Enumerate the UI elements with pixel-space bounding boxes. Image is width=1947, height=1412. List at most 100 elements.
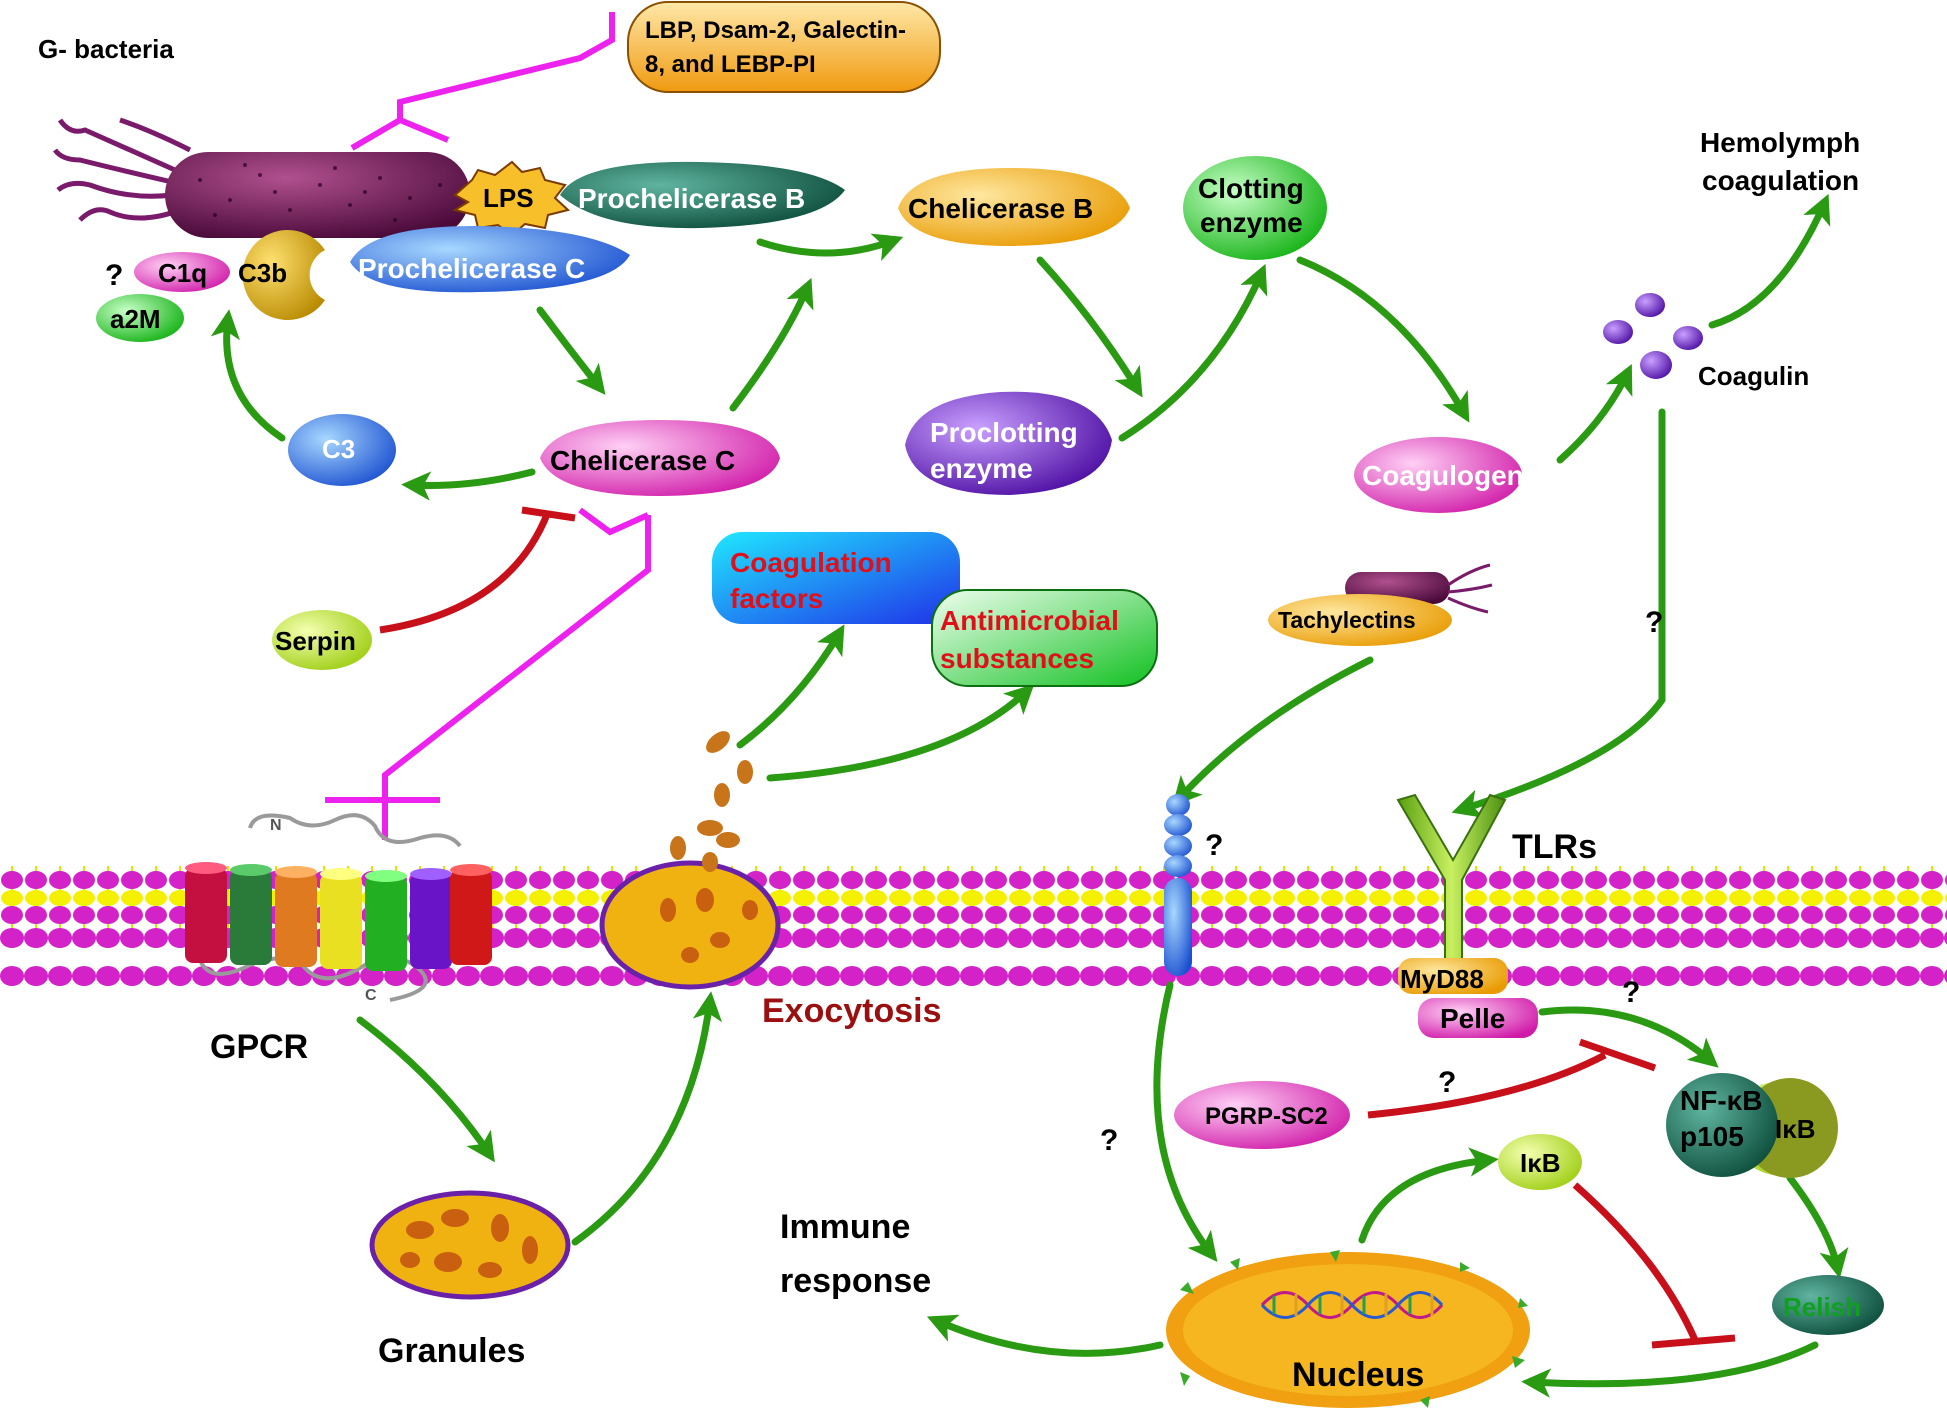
c3b-shape: [242, 230, 325, 320]
antimicrobial-line2: substances: [940, 643, 1094, 674]
g-bacteria-label: G- bacteria: [38, 34, 174, 64]
coagulin-label: Coagulin: [1698, 361, 1809, 391]
arrow-tachylectins-to-receptor: [1172, 656, 1374, 807]
nucleus-question: ?: [1100, 1124, 1118, 1157]
ikb-shape: [1498, 1134, 1582, 1190]
inhibition-lines: [379, 506, 1736, 1349]
prochelicerase-b-label: Prochelicerase B: [578, 183, 805, 214]
c3-shape: [288, 414, 396, 486]
arrow-granules-to-exocytosis: [571, 991, 723, 1246]
lbp-label-line1: LBP, Dsam-2, Galectin-: [645, 17, 906, 44]
coagulogen-shape: [1354, 437, 1522, 513]
hemolymph-line2: coagulation: [1702, 165, 1859, 196]
clotting-enzyme-shape: [1183, 156, 1327, 260]
pgrp-sc2-label: PGRP-SC2: [1205, 1103, 1328, 1130]
pgrp-sc2-shape: [1174, 1081, 1350, 1149]
arrow-prochelicerase-b-to-chelicerase-b: [756, 233, 904, 262]
gpcr-c-terminus: C: [365, 987, 377, 1004]
arrow-pelle-to-nfkb: [1538, 1006, 1719, 1068]
nfkb-line2: p105: [1680, 1121, 1744, 1152]
relish-label: Relish: [1783, 1292, 1861, 1322]
dna-helix: [1260, 1291, 1444, 1319]
exocytosis-label: Exocytosis: [762, 992, 942, 1030]
gpcr-binding-line: [325, 507, 651, 840]
lbp-box: [627, 1, 941, 93]
arrow-prochelicerase-c-to-chelicerase-c: [536, 306, 606, 395]
arrow-coagulin-to-tlrs: [1451, 408, 1666, 818]
antimicrobial-line1: Antimicrobial: [940, 605, 1119, 636]
immune-response-line1: Immune: [780, 1208, 910, 1246]
tachylectins-label: Tachylectins: [1278, 607, 1416, 633]
antimicrobial-box: [931, 589, 1158, 687]
lbp-binding-line: [350, 12, 615, 151]
arrow-gpcr-to-granules: [356, 1016, 495, 1163]
coagulation-factors-line2: factors: [730, 583, 823, 614]
tachylectins-shape: [1268, 594, 1452, 646]
tlr-receptor: [1396, 793, 1507, 986]
prochelicerase-b-shape: [560, 161, 845, 229]
pgrp-inhibits-pelle: [1367, 1051, 1607, 1119]
granules-vesicle: [369, 1190, 571, 1300]
arrow-proclotting-to-clotting: [1118, 263, 1268, 442]
arrow-nfkb-to-relish: [1786, 1174, 1849, 1279]
granules-label: Granules: [378, 1332, 525, 1370]
arrow-chelicerase-c-to-c3: [401, 468, 536, 501]
c1q-label: C1q: [158, 258, 207, 288]
proclotting-enzyme-line1: Proclotting: [930, 417, 1078, 448]
tachylectin-receptor: [1164, 794, 1192, 976]
chelicerase-c-label: Chelicerase C: [550, 445, 735, 476]
a2m-shape: [96, 294, 184, 342]
gpcr-label: GPCR: [210, 1028, 308, 1066]
pgrp-question: ?: [1438, 1066, 1456, 1099]
released-granules: [670, 731, 753, 872]
ikb-inhibits-transcription: [1572, 1182, 1699, 1342]
serpin-label: Serpin: [275, 626, 356, 656]
nfkb-shape: [1666, 1073, 1778, 1177]
lps-star: [452, 160, 571, 237]
myd88-label: MyD88: [1400, 964, 1484, 994]
pelle-question: ?: [1622, 976, 1640, 1009]
nucleus: [1166, 1250, 1530, 1408]
c1q-shape: [134, 252, 230, 292]
arrow-granule-to-antimicrobial: [766, 683, 1035, 782]
gpcr-n-terminus: N: [270, 817, 282, 834]
ikb-complex-label: IκB: [1775, 1114, 1816, 1144]
serpin-shape: [272, 610, 372, 670]
binding-lines: [325, 12, 651, 840]
arrow-coagulin-to-hemolymph: [1708, 193, 1831, 329]
clotting-enzyme-line1: Clotting: [1198, 173, 1304, 204]
arrow-chelicerase-c-to-chelicerase-b: [729, 277, 814, 412]
coagulin-tlr-question: ?: [1645, 606, 1663, 639]
proclotting-enzyme-line2: enzyme: [930, 453, 1033, 484]
arrow-coagulogen-to-coagulin: [1556, 364, 1633, 464]
exocytosis-vesicle: [599, 860, 781, 990]
ikb-label: IκB: [1520, 1148, 1561, 1178]
myd88-shape: [1398, 958, 1508, 994]
coagulation-factors-box: [712, 532, 960, 624]
gpcr-receptor: [185, 813, 492, 1002]
pelle-shape: [1418, 998, 1538, 1038]
chelicerase-b-label: Chelicerase B: [908, 193, 1093, 224]
proclotting-enzyme-shape: [905, 391, 1112, 495]
a2m-label: a2M: [110, 304, 161, 334]
receptor-question: ?: [1205, 829, 1223, 862]
a2m-question: ?: [105, 259, 123, 292]
clotting-enzyme-line2: enzyme: [1200, 207, 1303, 238]
arrow-c3-to-c3b: [210, 309, 286, 442]
hemolymph-line1: Hemolymph: [1700, 127, 1860, 158]
lbp-label-line2: 8, and LEBP-PI: [645, 51, 816, 78]
tlrs-label: TLRs: [1512, 828, 1597, 866]
arrow-clotting-to-coagulogen: [1296, 256, 1470, 423]
c3b-label: C3b: [238, 258, 287, 288]
coagulin-cluster: [1603, 293, 1703, 379]
coagulation-factors-line1: Coagulation: [730, 547, 892, 578]
relish-shape: [1772, 1275, 1884, 1335]
serpin-inhibits-chelicerase-c: [379, 510, 552, 634]
g-negative-bacterium: [52, 117, 470, 238]
chelicerase-c-shape: [540, 420, 780, 496]
arrow-granule-to-coagulation-factors: [736, 624, 845, 749]
arrow-receptor-to-nucleus: [1153, 981, 1218, 1262]
arrow-nucleus-to-immune: [926, 1314, 1164, 1357]
nfkb-line1: NF-κB: [1680, 1085, 1762, 1116]
